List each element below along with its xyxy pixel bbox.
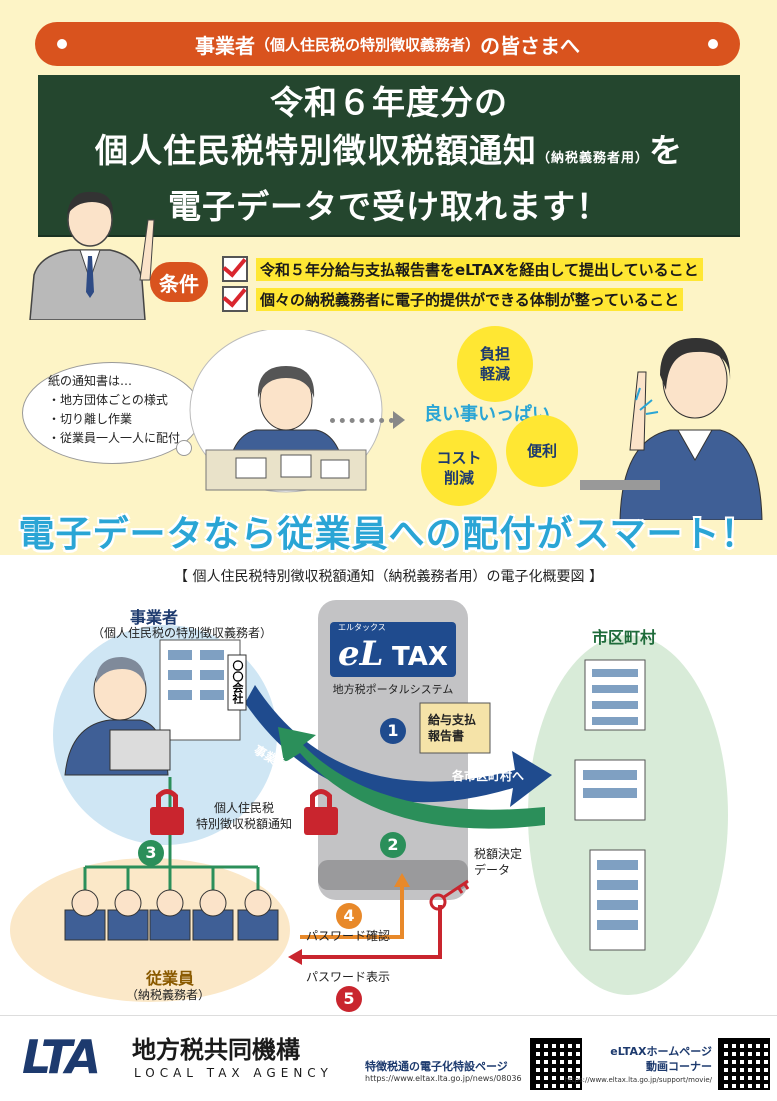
headline-line2-main: 個人住民税特別徴収税額通知 — [94, 131, 537, 170]
paper-item: ・地方団体ごとの様式 — [48, 393, 168, 407]
eltax-ruby: エルタックス — [338, 623, 386, 632]
lta-logo: LTA — [22, 1030, 101, 1084]
eltax-logo-e: eL — [338, 634, 384, 674]
benefit-label: 便利 — [526, 442, 557, 460]
benefit-cost: コスト 削減 — [421, 430, 497, 506]
qr-code-icon[interactable] — [718, 1038, 770, 1090]
municipality-title: 市区町村 — [592, 628, 657, 647]
company-sign: 〇〇会社 — [231, 660, 244, 704]
paper-lead: 紙の通知書は… — [48, 374, 133, 388]
paper-item: ・従業員一人一人に配付 — [48, 431, 181, 445]
benefit-label: コスト 削減 — [436, 449, 482, 487]
special-page-title: 特徴税通の電子化特設ページ — [365, 1060, 508, 1073]
password-show-label: パスワード表示 — [306, 970, 391, 984]
stressed-worker-illustration — [189, 330, 383, 493]
audience-sub: （個人住民税の特別徴収義務者） — [254, 35, 480, 54]
condition-text-2: 個々の納税義務者に電子的提供ができる体制が整っていること — [256, 287, 683, 311]
audience-main: 事業者 — [194, 33, 255, 58]
step-5-badge: 5 — [336, 986, 362, 1012]
employer-sub: （個人住民税の特別徴収義務者） — [92, 626, 273, 640]
step-3-badge: 3 — [138, 840, 164, 866]
thought-dot-icon — [176, 440, 192, 456]
eltax-logo — [330, 622, 456, 677]
paper-item: ・切り離し作業 — [48, 412, 133, 426]
businessman-illustration — [29, 191, 155, 320]
step-4-badge: 4 — [336, 903, 362, 929]
footer — [0, 1015, 777, 1101]
employees-sub: （納税義務者） — [126, 988, 211, 1002]
eltax-movie-url[interactable]: https://www.eltax.lta.go.jp/support/movi… — [564, 1076, 712, 1084]
headline-line2-tail: を — [649, 131, 683, 170]
tax-data-label: 税額決定 データ — [474, 847, 523, 877]
benefit-label: 負担 軽減 — [479, 345, 510, 383]
qr-code-icon[interactable] — [530, 1038, 582, 1090]
checkbox-checked-icon — [222, 256, 248, 282]
audience-banner: 事業者 （個人住民税の特別徴収義務者） の皆さまへ — [35, 22, 740, 66]
eltax-logo-tax: TAX — [392, 642, 448, 672]
headline-line2: 個人住民税特別徴収税額通知（納税義務者用）を — [38, 127, 740, 183]
step-1-badge: 1 — [380, 718, 406, 744]
bullet-dot-icon — [708, 39, 718, 49]
headline-line2-small: （納税義務者用） — [536, 151, 649, 166]
thought-bubble — [22, 362, 202, 464]
arrow-to-city-label: 各市区町村へ — [452, 769, 525, 783]
headline-line1: 令和６年度分の — [270, 83, 508, 122]
paper-notice-text: 紙の通知書は… ・地方団体ごとの様式 ・切り離し作業 ・従業員一人一人に配付 — [48, 372, 180, 448]
conditions-badge: 条件 — [150, 262, 208, 302]
condition-item-1: 令和５年分給与支払報告書をeLTAXを経由して提出していること — [222, 256, 703, 282]
benefits-heading: 良い事いっぱい — [424, 404, 550, 425]
notice-label: 個人住民税 特別徴収税額通知 — [196, 801, 293, 831]
step-2-badge: 2 — [380, 832, 406, 858]
eltax-movie-title: eLTAXホームページ 動画コーナー — [610, 1045, 712, 1073]
headline-board: 令和６年度分の 個人住民税特別徴収税額通知（納税義務者用）を 電子データで受け取… — [38, 75, 740, 235]
headline-line3: 電子データで受け取れます！ — [168, 187, 610, 226]
special-page-url[interactable]: https://www.eltax.lta.go.jp/news/08036 — [365, 1074, 522, 1083]
slogan: 電子データなら従業員への配付がスマート！ — [18, 514, 758, 555]
condition-item-2: 個々の納税義務者に電子的提供ができる体制が整っていること — [222, 286, 683, 312]
org-name-en: LOCAL TAX AGENCY — [134, 1066, 333, 1080]
happy-woman-illustration — [580, 338, 763, 520]
employer-title: 事業者 — [130, 608, 179, 627]
document-label: 給与支払 報告書 — [428, 713, 477, 743]
diagram-title: 【 個人住民税特別徴収税額通知（納税義務者用）の電子化概要図 】 — [174, 569, 603, 585]
benefit-convenient: 便利 — [506, 415, 578, 487]
benefit-burden: 負担 軽減 — [457, 326, 533, 402]
password-check-label: パスワード確認 — [306, 929, 391, 943]
employees-title: 従業員 — [146, 969, 195, 988]
org-name-jp: 地方税共同機構 — [132, 1036, 300, 1064]
audience-tail: の皆さまへ — [480, 33, 580, 58]
eltax-caption: 地方税ポータルシステム — [332, 683, 454, 696]
dotted-arrow — [330, 418, 394, 423]
checkbox-checked-icon — [222, 286, 248, 312]
arrow-head-icon — [393, 411, 405, 429]
condition-text-1: 令和５年分給与支払報告書をeLTAXを経由して提出していること — [256, 257, 703, 281]
bullet-dot-icon — [57, 39, 67, 49]
